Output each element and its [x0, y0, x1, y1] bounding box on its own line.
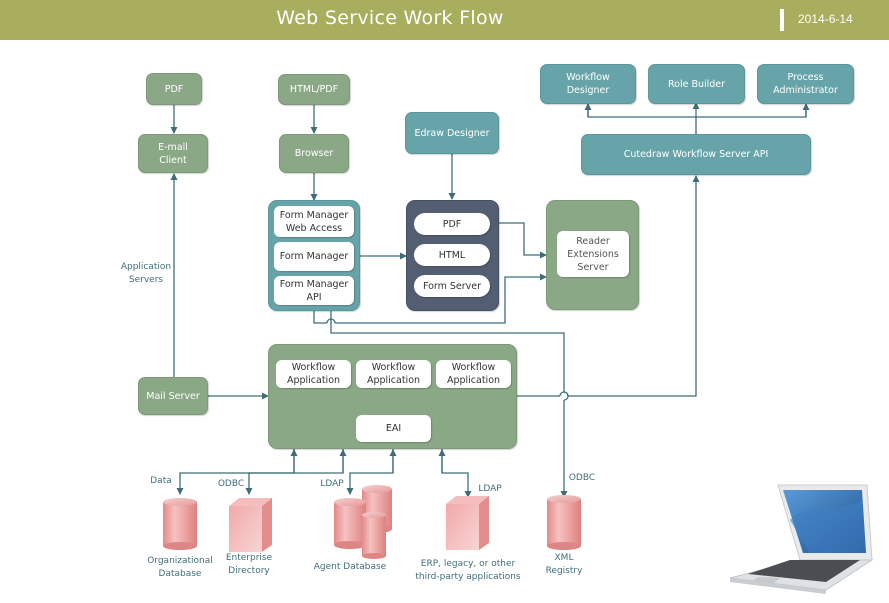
form-server-pdf-node[interactable]: PDF [414, 213, 490, 235]
connector-fmapi-xml [330, 311, 565, 392]
connector-pdf-reader [498, 222, 547, 259]
form-manager-api-node[interactable]: Form Manager API [274, 276, 354, 305]
laptop-icon [729, 484, 874, 594]
enterprise-directory-icon [229, 498, 272, 552]
organizational-database-label: Organizational Database [147, 556, 213, 579]
odbc-label-1: ODBC [217, 479, 245, 489]
form-manager-node[interactable]: Form Manager [274, 242, 354, 271]
workflow-application-1-node[interactable]: Workflow Application [276, 360, 351, 388]
header-divider [780, 9, 784, 31]
odbc-label-2: ODBC [568, 473, 596, 483]
erp-applications-icon [446, 496, 489, 550]
form-server-html-node[interactable]: HTML [414, 244, 490, 266]
browser-node[interactable]: Browser [279, 134, 349, 173]
process-administrator-node[interactable]: Process Administrator [757, 64, 854, 104]
email-client-node[interactable]: E-mall Client [138, 134, 208, 173]
date-label: 2014-6-14 [798, 12, 853, 26]
ldap-label-2: LDAP [478, 484, 502, 494]
form-server-node[interactable]: Form Server [414, 275, 490, 297]
xml-registry-label: XML Registry [545, 553, 583, 576]
pdf-top-node[interactable]: PDF [146, 73, 202, 105]
role-builder-node[interactable]: Role Builder [648, 64, 745, 104]
erp-applications-label: ERP, legacy, or other third-party applic… [415, 559, 521, 582]
data-label: Data [150, 476, 172, 486]
eai-node[interactable]: EAI [356, 415, 431, 442]
connector-erp [441, 449, 472, 498]
html-pdf-node[interactable]: HTML/PDF [278, 74, 350, 105]
agent-database-label: Agent Database [313, 562, 387, 572]
workflow-designer-node[interactable]: Workflow Designer [540, 64, 636, 104]
cutedraw-workflow-server-api-node[interactable]: Cutedraw Workflow Server API [581, 134, 811, 175]
workflow-application-3-node[interactable]: Workflow Application [436, 360, 511, 388]
workflow-application-2-node[interactable]: Workflow Application [356, 360, 431, 388]
connector-api-designer-admin [587, 104, 807, 118]
agent-database-icon [334, 485, 392, 559]
edraw-designer-node[interactable]: Edraw Designer [405, 112, 499, 154]
header-bar: Web Service Work Flow 2014-6-14 [0, 0, 889, 40]
page-title: Web Service Work Flow [276, 7, 504, 29]
xml-registry-icon [547, 495, 581, 550]
application-servers-label: Application Servers [120, 262, 172, 285]
mail-server-node[interactable]: Mail Server [138, 377, 208, 415]
enterprise-directory-label: Enterprise Directory [225, 553, 273, 576]
ldap-label-1: LDAP [320, 479, 344, 489]
connector-fmapi-reader [313, 311, 327, 324]
reader-extensions-server-node[interactable]: Reader Extensions Server [557, 231, 629, 277]
form-manager-web-access-node[interactable]: Form Manager Web Access [274, 206, 354, 237]
organizational-database-icon [163, 498, 197, 550]
